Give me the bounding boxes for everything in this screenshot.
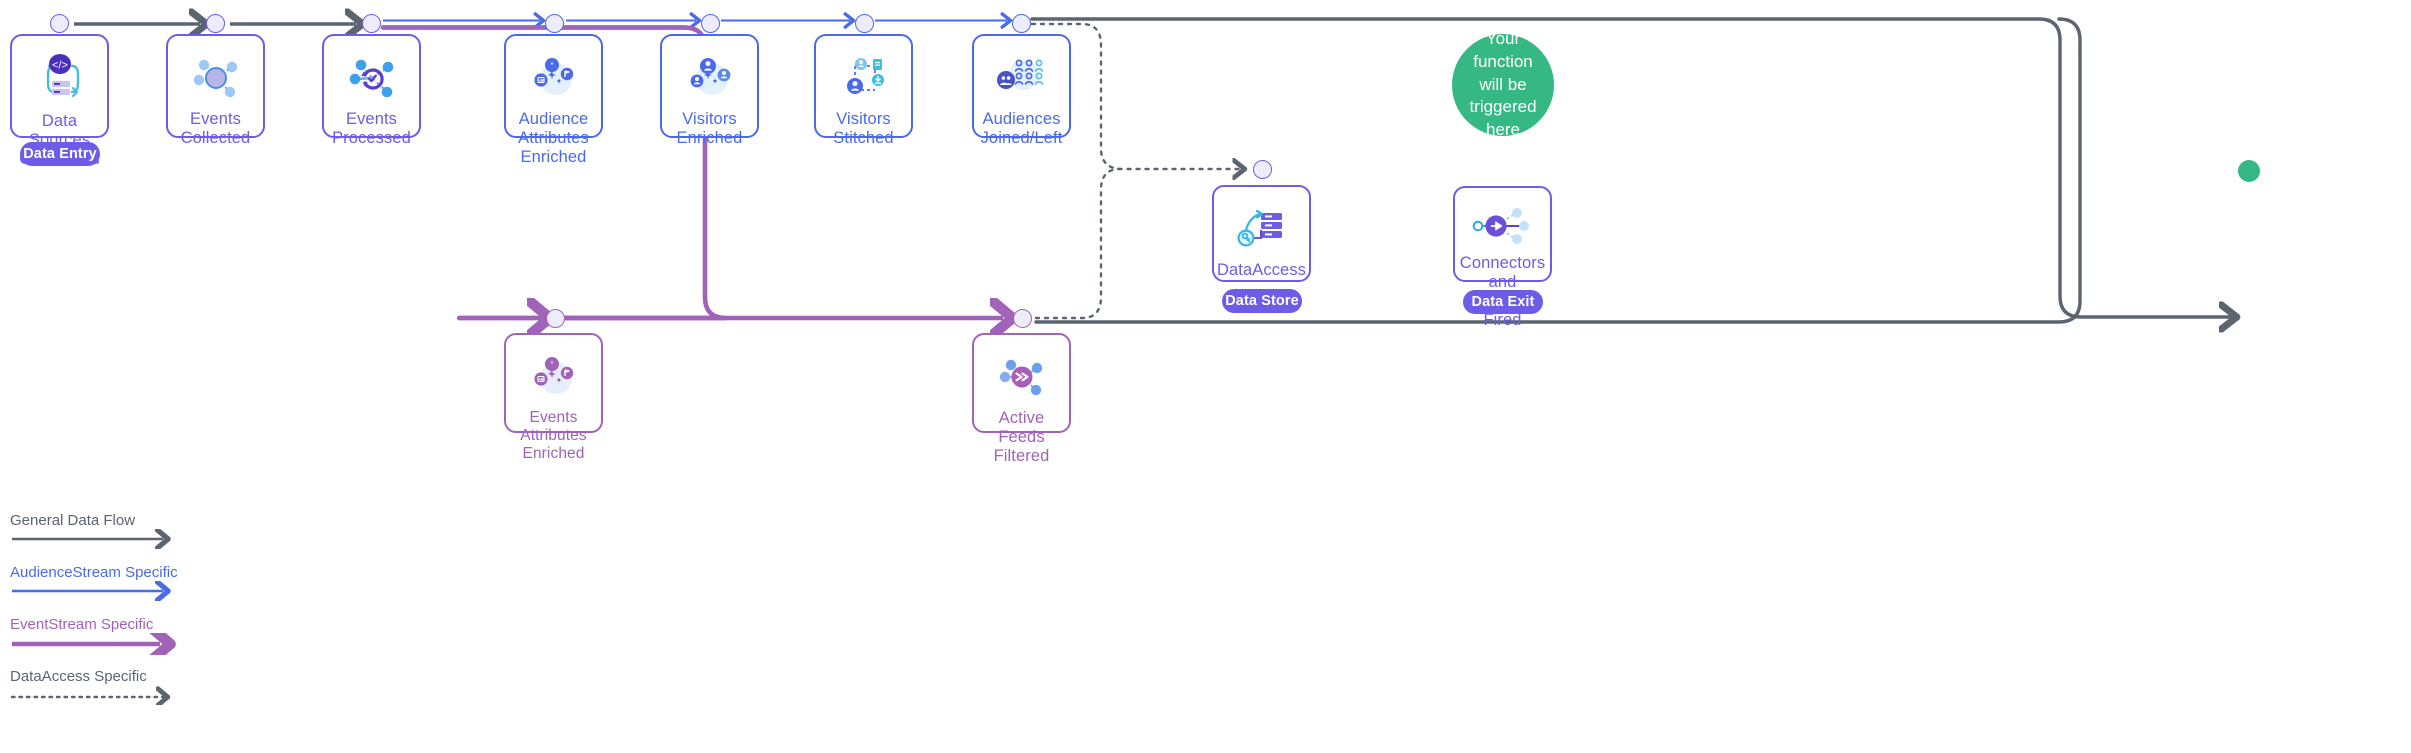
card-visitors-stitched[interactable]: Visitors Stitched xyxy=(814,34,913,147)
code-brackets-icon: </> xyxy=(24,50,96,108)
node-trigger-point[interactable] xyxy=(2238,160,2260,182)
node-data-sources-connected[interactable] xyxy=(50,14,69,33)
visitor-stitch-icon xyxy=(828,50,900,106)
visitors-cluster-icon xyxy=(674,50,746,106)
node-events-processed[interactable] xyxy=(362,14,381,33)
card-label: Visitors Stitched xyxy=(833,110,894,147)
legend-item-eventstream-specific: EventStream Specific xyxy=(8,617,328,669)
card-events-collected[interactable]: Events Collected xyxy=(166,34,265,147)
connector-plug-icon xyxy=(1467,202,1539,250)
node-events-attributes-enriched[interactable] xyxy=(546,309,565,328)
card-label: DataAccess xyxy=(1216,261,1307,280)
attributes-cluster-icon: ” xyxy=(518,50,590,106)
feeds-filter-icon xyxy=(986,349,1058,405)
card-label: Visitors Enriched xyxy=(676,110,743,147)
card-dataaccess[interactable]: DataAccess xyxy=(1212,185,1311,282)
legend-line-general xyxy=(12,529,183,549)
legend-item-dataaccess-specific: DataAccess Specific xyxy=(8,669,328,721)
legend-line-audiencestream xyxy=(12,581,183,601)
trigger-callout: Your function will be triggered here xyxy=(1452,29,1554,139)
card-label: Events Attributes Enriched xyxy=(520,409,587,462)
card-visitors-enriched[interactable]: Visitors Enriched xyxy=(660,34,759,147)
svg-text:</>: </> xyxy=(52,60,68,72)
svg-text:”: ” xyxy=(550,360,553,370)
node-active-feeds-filtered[interactable] xyxy=(1013,309,1032,328)
attributes-cluster-icon: ” xyxy=(518,349,590,405)
card-events-attributes-enriched[interactable]: ” Events Attributes Enriched xyxy=(504,333,603,462)
node-visitors-enriched[interactable] xyxy=(701,14,720,33)
legend-line-eventstream xyxy=(12,633,183,655)
legend-label: DataAccess Specific xyxy=(10,668,147,685)
card-label: Events Processed xyxy=(332,110,411,147)
node-audiences-joined-left[interactable] xyxy=(1012,14,1031,33)
legend: General Data Flow AudienceStream Specifi… xyxy=(8,513,328,721)
audience-group-icon xyxy=(986,50,1058,106)
legend-item-general-data-flow: General Data Flow xyxy=(8,513,328,565)
card-label: Active Feeds Filtered xyxy=(993,409,1050,465)
card-label: Audiences Joined/Left xyxy=(980,110,1063,147)
legend-label: General Data Flow xyxy=(10,512,136,529)
node-events-collected[interactable] xyxy=(206,14,225,33)
legend-label: AudienceStream Specific xyxy=(10,564,178,581)
badge-data-exit: Data Exit xyxy=(1463,290,1543,314)
node-visitors-stitched[interactable] xyxy=(855,14,874,33)
card-events-processed[interactable]: Events Processed xyxy=(322,34,421,147)
node-dataaccess[interactable] xyxy=(1253,160,1272,179)
legend-line-dataaccess xyxy=(10,685,183,705)
card-audience-attributes-enriched[interactable]: ” Audience Attributes Enriched xyxy=(504,34,603,166)
refresh-check-network-icon xyxy=(336,50,408,106)
badge-data-entry: Data Entry xyxy=(20,142,100,166)
card-label: Events Collected xyxy=(180,110,251,147)
database-key-icon xyxy=(1226,201,1298,257)
hub-network-icon xyxy=(180,50,252,106)
card-audiences-joined-left[interactable]: Audiences Joined/Left xyxy=(972,34,1071,147)
card-data-sources-connected[interactable]: </> Data Sources Connected xyxy=(10,34,109,168)
svg-text:”: ” xyxy=(550,61,553,71)
card-connectors-and-actions-fired[interactable]: Connectors and Actions Fired xyxy=(1453,186,1552,329)
node-audience-attributes-enriched[interactable] xyxy=(545,14,564,33)
legend-label: EventStream Specific xyxy=(10,616,154,633)
card-active-feeds-filtered[interactable]: Active Feeds Filtered xyxy=(972,333,1071,465)
badge-data-store: Data Store xyxy=(1222,289,1302,313)
legend-item-audiencestream-specific: AudienceStream Specific xyxy=(8,565,328,617)
card-label: Audience Attributes Enriched xyxy=(518,110,589,166)
